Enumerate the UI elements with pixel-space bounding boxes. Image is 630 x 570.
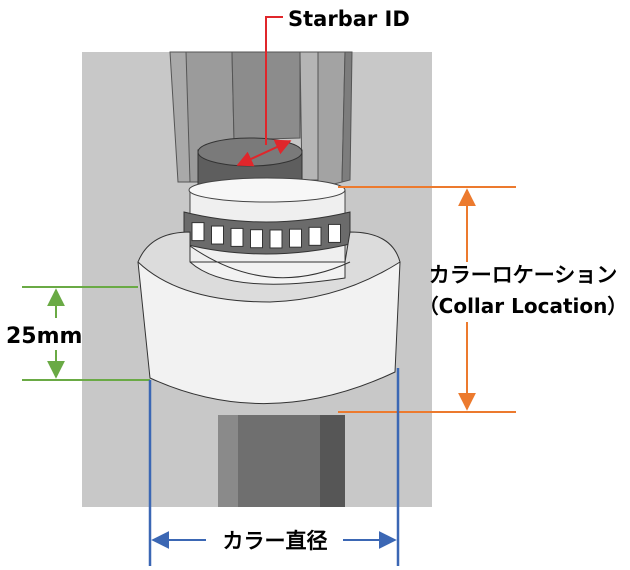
band-rib bbox=[269, 229, 283, 249]
collar-location-jp-label: カラーロケーション bbox=[429, 263, 618, 287]
band-rib bbox=[191, 222, 205, 242]
band-rib bbox=[328, 223, 341, 243]
height-dimension bbox=[22, 286, 150, 381]
collar-diameter-dimension bbox=[148, 368, 400, 566]
collar-diameter-label: カラー直径 bbox=[223, 529, 328, 553]
band-rib bbox=[250, 229, 263, 249]
collar-location-en-label: （Collar Location） bbox=[419, 294, 628, 318]
band-rib bbox=[308, 226, 322, 246]
starbar-id-pointer bbox=[236, 16, 292, 167]
band-ribs bbox=[191, 222, 341, 249]
ribbed-band bbox=[183, 211, 351, 255]
collar-location-dimension bbox=[338, 186, 516, 413]
height-25mm-label: 25mm bbox=[6, 324, 82, 349]
outer-collar bbox=[137, 231, 401, 405]
band-rib bbox=[230, 227, 244, 247]
starbar-id-label: Starbar ID bbox=[288, 7, 410, 31]
lower-pole bbox=[218, 415, 345, 507]
band-rib bbox=[289, 228, 302, 248]
band-rib bbox=[211, 225, 224, 245]
